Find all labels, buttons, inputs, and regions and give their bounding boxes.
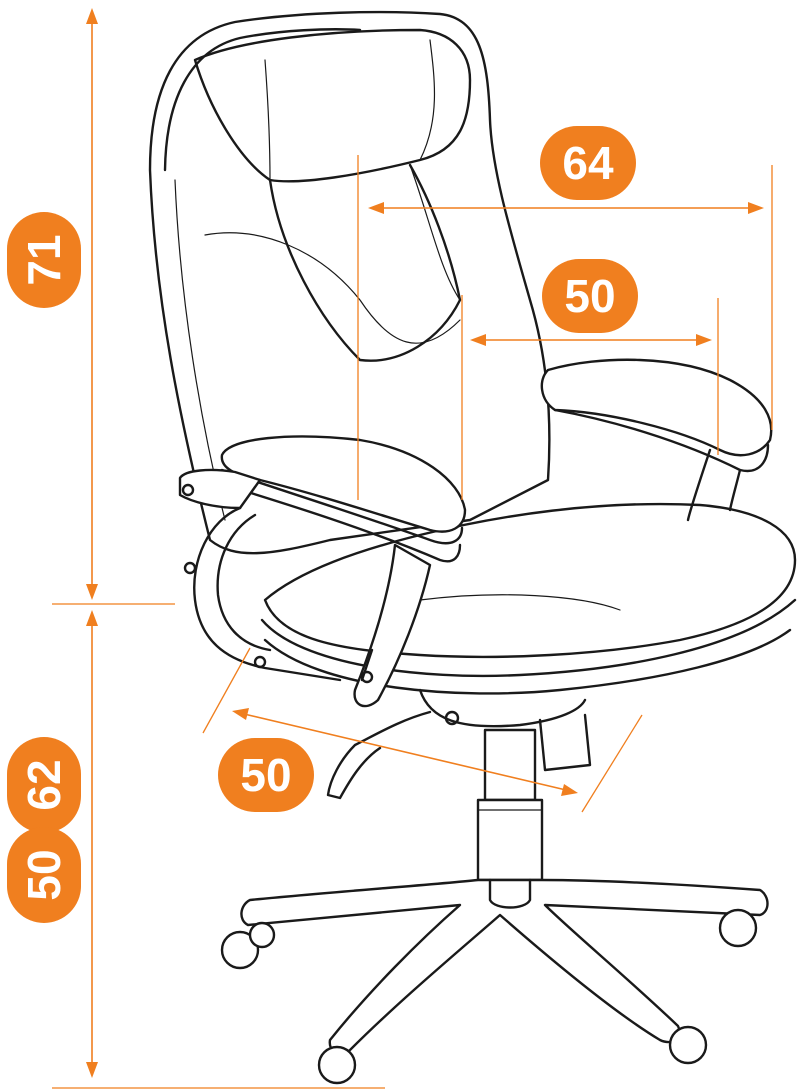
chair-backrest (148, 10, 551, 555)
chair-base (240, 878, 769, 1055)
label-seat-width-text: 50 (564, 270, 615, 322)
label-seat-depth-text: 50 (240, 749, 291, 801)
label-overall-width: 64 (540, 126, 636, 200)
label-seat-height-min: 50 (7, 827, 81, 923)
label-back-height: 71 (7, 212, 81, 308)
chair-casters (220, 908, 758, 1085)
chair-arm-support-left (193, 506, 342, 682)
label-seat-height-min-text: 50 (18, 849, 70, 900)
label-seat-width: 50 (542, 259, 638, 333)
label-back-height-text: 71 (18, 234, 70, 285)
chair-headrest (193, 28, 472, 183)
chair-armrest-right (540, 358, 773, 457)
chair-tilt-lever (326, 710, 432, 800)
chair-illustration (148, 10, 797, 1085)
dimension-lines (52, 8, 773, 1089)
label-seat-height-max-text: 62 (18, 759, 70, 810)
label-seat-height-max: 62 (7, 737, 81, 833)
label-overall-width-text: 64 (562, 137, 614, 189)
label-seat-depth: 50 (218, 738, 314, 812)
chair-gas-cylinder (483, 728, 537, 802)
dimension-labels: 71 64 50 50 62 50 (7, 126, 638, 923)
